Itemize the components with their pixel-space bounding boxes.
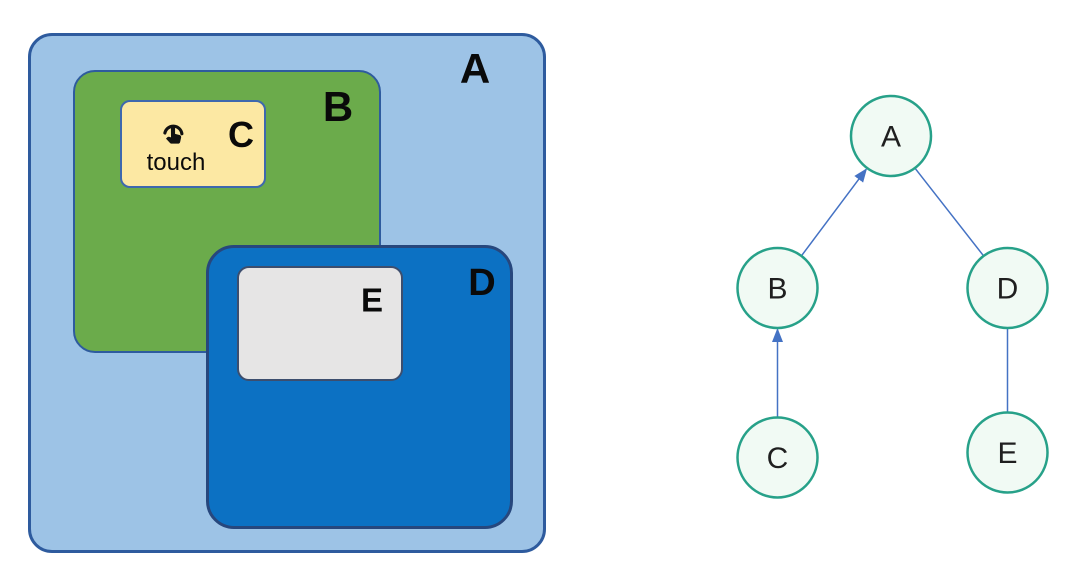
tree-node-a-label: A bbox=[881, 121, 901, 154]
tree-node-b-label: B bbox=[767, 273, 787, 306]
edge-b-to-a bbox=[800, 168, 868, 257]
tree-node-e-label: E bbox=[997, 437, 1017, 470]
tree-graph: A B D C E bbox=[736, 94, 1049, 499]
tree-node-d-label: D bbox=[997, 273, 1019, 306]
edge-a-to-d bbox=[914, 167, 985, 257]
container-box-e bbox=[237, 266, 403, 381]
tree-node-b-circle bbox=[736, 246, 819, 330]
tree-node-e-circle bbox=[966, 411, 1049, 494]
tree-node-a: A bbox=[849, 94, 933, 178]
touch-icon bbox=[163, 124, 184, 144]
box-b-label: B bbox=[322, 83, 354, 130]
tree-node-d: D bbox=[966, 246, 1049, 330]
box-d-label: D bbox=[468, 262, 496, 304]
box-c-label: C bbox=[228, 114, 254, 155]
tree-node-c: C bbox=[736, 416, 819, 499]
tree-node-b: B bbox=[736, 246, 819, 330]
tree-node-c-circle bbox=[736, 416, 819, 499]
container-box-c bbox=[120, 100, 266, 188]
tree-node-e: E bbox=[966, 411, 1049, 494]
tree-node-a-circle bbox=[849, 94, 933, 178]
tree-node-c-label: C bbox=[767, 442, 789, 475]
box-a-label: A bbox=[459, 45, 491, 92]
tree-node-d-circle bbox=[966, 246, 1049, 330]
box-e-label: E bbox=[360, 281, 384, 319]
touch-caption: touch bbox=[146, 149, 206, 176]
